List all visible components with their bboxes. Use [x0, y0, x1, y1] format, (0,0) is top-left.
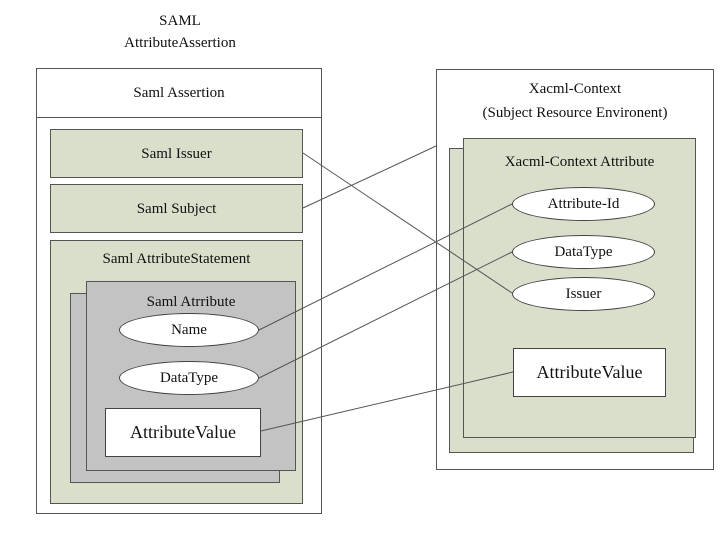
- saml-datatype-ellipse: DataType: [119, 361, 259, 395]
- xacml-attribute-id-ellipse: Attribute-Id: [512, 187, 655, 221]
- saml-attribute-value-box: AttributeValue: [105, 408, 261, 457]
- xacml-attribute-value-box: AttributeValue: [513, 348, 666, 397]
- xacml-datatype-ellipse: DataType: [512, 235, 655, 269]
- xacml-title-line2: (Subject Resource Environent): [482, 105, 668, 121]
- saml-attribute-statement-label: Saml AttributeStatement: [102, 251, 251, 267]
- saml-title-line1: SAML: [159, 13, 201, 29]
- saml-name-ellipse: Name: [119, 313, 259, 347]
- xacml-attribute-label: Xacml-Context Attribute: [504, 154, 655, 170]
- saml-title-line2: AttributeAssertion: [124, 35, 236, 51]
- connector-subject-to-context: [302, 145, 437, 209]
- saml-assertion-header: [36, 68, 322, 118]
- saml-issuer-box: [50, 129, 303, 178]
- saml-subject-label: Saml Subject: [136, 201, 217, 217]
- saml-assertion-label: Saml Assertion: [133, 85, 225, 101]
- saml-issuer-label: Saml Issuer: [141, 146, 212, 162]
- saml-attribute-label: Saml Atrribute: [146, 294, 236, 310]
- xacml-title-line1: Xacml-Context: [528, 81, 622, 97]
- xacml-issuer-ellipse: Issuer: [512, 277, 655, 311]
